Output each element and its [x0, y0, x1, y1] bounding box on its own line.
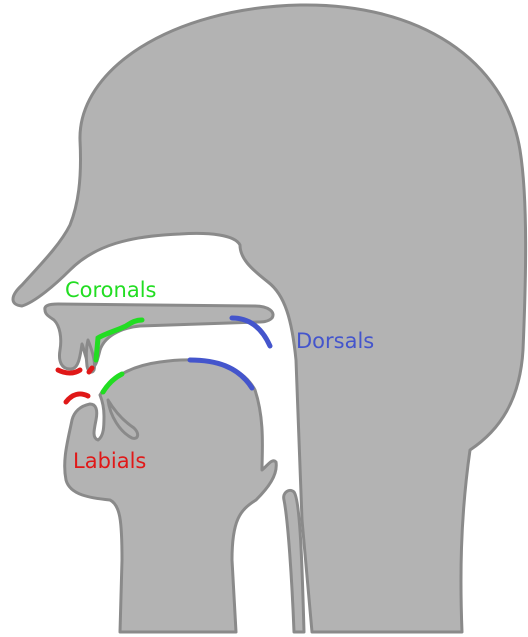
dorsals-label: Dorsals: [296, 331, 374, 352]
labials-articulation-line-lower: [66, 394, 88, 402]
upper-jaw-palate: [45, 304, 273, 369]
labials-articulation-line-upper-tip: [89, 368, 92, 372]
lower-jaw-tongue: [65, 360, 277, 632]
coronals-label: Coronals: [65, 280, 157, 301]
labials-label: Labials: [73, 451, 146, 472]
